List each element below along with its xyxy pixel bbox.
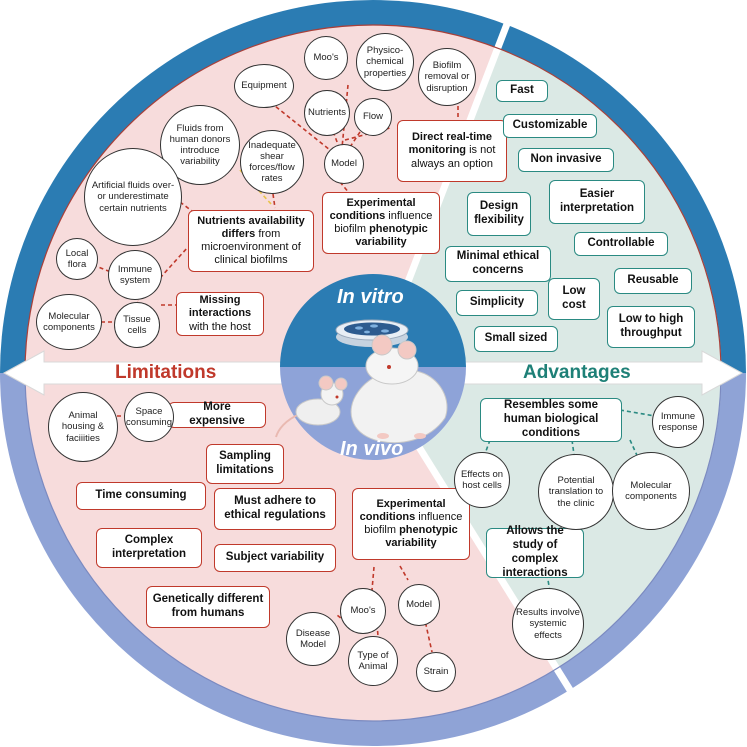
disc-border-bottom	[24, 372, 722, 722]
strain-circle: Strain	[416, 652, 456, 692]
systemic-effects-circle: Results involve systemic effects	[512, 588, 584, 660]
fast-box: Fast	[496, 80, 548, 102]
vivo-molecular-components-circle: Molecular components	[612, 452, 690, 530]
immune-response-circle: Immune response	[652, 396, 704, 448]
low-cost-box: Low cost	[548, 278, 600, 320]
type-of-animal-circle: Type of Animal	[348, 636, 398, 686]
vitro-nutrients-circle: Nutrients	[304, 90, 350, 136]
vivo-model-circle: Model	[398, 584, 440, 626]
shear-forces-circle: Inadequate shear forces/flow rates	[240, 130, 304, 194]
advantages-label: Advantages	[523, 362, 631, 383]
disease-model-circle: Disease Model	[286, 612, 340, 666]
non-invasive-box: Non invasive	[518, 148, 614, 172]
genetically-different-box: Genetically different from humans	[146, 586, 270, 628]
vitro-moos-circle: Moo's	[304, 36, 348, 80]
vivo-moos-circle: Moo's	[340, 588, 386, 634]
local-flora-circle: Local flora	[56, 238, 98, 280]
realtime-monitoring-box: Direct real-time monitoring is not alway…	[397, 120, 507, 182]
customizable-box: Customizable	[503, 114, 597, 138]
throughput-box: Low to high throughput	[607, 306, 695, 348]
more-expensive-box: More expensive	[168, 401, 266, 428]
nutrients-availability-box: Nutrients availability differs from micr…	[188, 210, 314, 272]
biofilm-removal-circle: Biofilm removal or disruption	[418, 48, 476, 106]
subject-variability-box: Subject variability	[214, 544, 336, 572]
missing-host-interactions-box: Missing interactions with the host	[176, 292, 264, 336]
in-vivo-label: In vivo	[340, 438, 404, 460]
time-consuming-box: Time consuming	[76, 482, 206, 510]
vitro-model-circle: Model	[324, 144, 364, 184]
in-vitro-label: In vitro	[337, 286, 404, 308]
host-cells-circle: Effects on host cells	[454, 452, 510, 508]
animal-housing-circle: Animal housing & faciiities	[48, 392, 118, 462]
easier-interpretation-box: Easier interpretation	[549, 180, 645, 224]
reusable-box: Reusable	[614, 268, 692, 294]
disc-border-top	[24, 24, 722, 374]
equipment-circle: Equipment	[234, 64, 294, 108]
artificial-fluids-circle: Artificial fluids over- or underestimate…	[84, 148, 182, 246]
ethical-regulations-box: Must adhere to ethical regulations	[214, 488, 336, 530]
simplicity-box: Simplicity	[456, 290, 538, 316]
immune-system-circle: Immune system	[108, 250, 162, 300]
resembles-human-box: Resembles some human biological conditio…	[480, 398, 622, 442]
clinic-translation-circle: Potential translation to the clinic	[538, 454, 614, 530]
vitro-experimental-conditions-box: Experimental conditions influence biofil…	[322, 192, 440, 254]
limitations-label: Limitations	[115, 362, 217, 383]
space-consuming-circle: Space consuming	[124, 392, 174, 442]
sampling-limitations-box: Sampling limitations	[206, 444, 284, 484]
minimal-ethical-box: Minimal ethical concerns	[445, 246, 551, 282]
vitro-molecular-components-circle: Molecular components	[36, 294, 102, 350]
vivo-experimental-conditions-box: Experimental conditions influence biofil…	[352, 488, 470, 560]
in-vitro-connectors	[92, 84, 459, 323]
controllable-box: Controllable	[574, 232, 668, 256]
complex-interpretation-box: Complex interpretation	[96, 528, 202, 568]
physicochemical-circle: Physico-chemical properties	[356, 33, 414, 91]
design-flexibility-box: Design flexibility	[467, 192, 531, 236]
tissue-cells-circle: Tissue cells	[114, 302, 160, 348]
small-sized-box: Small sized	[474, 326, 558, 352]
complex-study-box: Allows the study of complex interactions	[486, 525, 584, 579]
mice-icon	[275, 334, 448, 444]
flow-circle: Flow	[354, 98, 392, 136]
